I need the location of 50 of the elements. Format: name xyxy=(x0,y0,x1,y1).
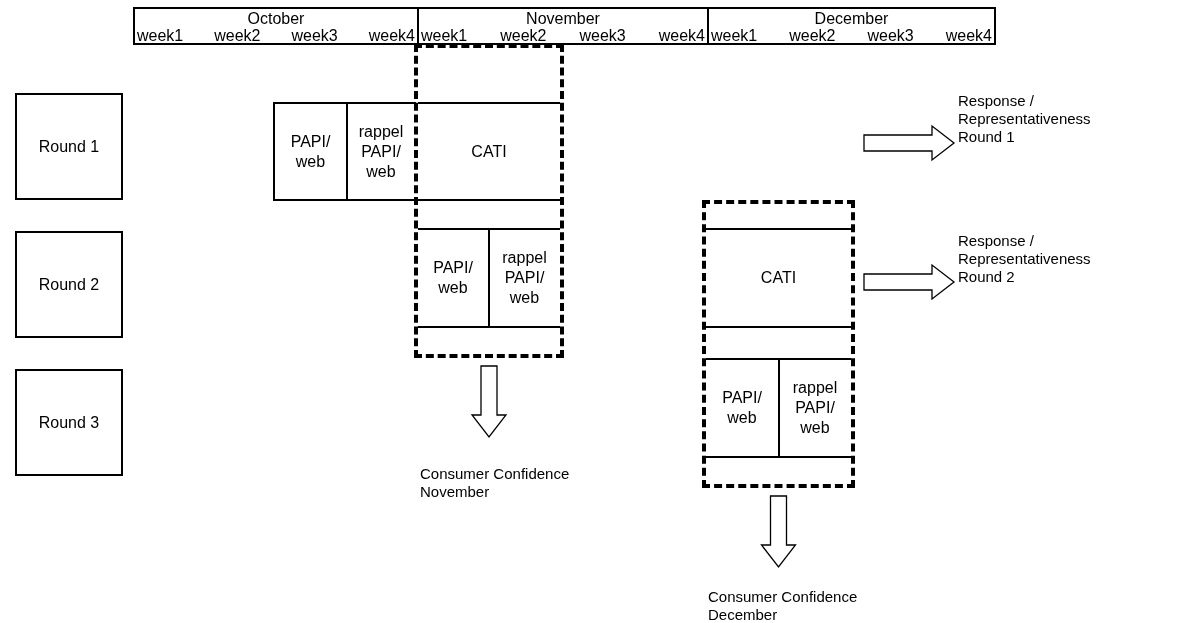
mode-label: CATI xyxy=(760,268,797,288)
mode-cell xyxy=(418,228,490,328)
mode-cell xyxy=(706,358,780,458)
week-label: week3 xyxy=(291,27,338,44)
block-arrow xyxy=(863,263,956,301)
mode-label: PAPI/ web xyxy=(722,388,762,428)
month-header-cell xyxy=(133,7,419,45)
mode-cell xyxy=(346,102,416,201)
mode-label: rappel PAPI/ web xyxy=(792,378,838,438)
outcome-label: Response / Representativeness Round 1 xyxy=(958,92,1092,146)
mode-label: CATI xyxy=(471,141,507,162)
mode-label: rappel PAPI/ web xyxy=(358,121,404,182)
block-arrow xyxy=(470,365,508,439)
dashed-frame xyxy=(414,44,564,358)
mode-label: PAPI/ web xyxy=(433,258,473,298)
week-label: week4 xyxy=(368,27,415,44)
dashed-frame xyxy=(702,200,855,488)
mode-cell xyxy=(779,358,851,458)
week-label: week1 xyxy=(421,27,468,44)
month-label: December xyxy=(813,10,890,27)
mode-cell xyxy=(706,228,851,328)
week-label: week4 xyxy=(945,27,992,44)
mode-cell xyxy=(273,102,348,201)
block-arrow xyxy=(760,495,797,569)
week-label: week3 xyxy=(867,27,914,44)
round-label: Round 2 xyxy=(38,275,100,294)
mode-label: rappel PAPI/ web xyxy=(502,248,547,308)
outcome-label: Consumer Confidence November xyxy=(420,465,571,501)
month-label: October xyxy=(246,10,306,27)
month-label: November xyxy=(525,10,601,27)
week-label: week2 xyxy=(500,27,547,44)
week-label: week1 xyxy=(137,27,184,44)
mode-cell xyxy=(489,228,560,328)
round-box xyxy=(15,231,123,338)
month-header-cell xyxy=(417,7,709,45)
round-label: Round 1 xyxy=(38,137,100,156)
week-label: week2 xyxy=(214,27,261,44)
mode-cell xyxy=(418,102,560,201)
block-arrow xyxy=(863,124,956,162)
mode-label: PAPI/ web xyxy=(290,131,331,172)
week-label: week2 xyxy=(789,27,836,44)
week-label: week1 xyxy=(711,27,758,44)
round-box xyxy=(15,93,123,200)
outcome-label: Consumer Confidence December xyxy=(708,588,859,623)
month-header-cell xyxy=(707,7,996,45)
week-label: week3 xyxy=(579,27,626,44)
week-label: week4 xyxy=(658,27,705,44)
round-label: Round 3 xyxy=(38,413,100,432)
outcome-label: Response / Representativeness Round 2 xyxy=(958,232,1092,286)
round-box xyxy=(15,369,123,476)
